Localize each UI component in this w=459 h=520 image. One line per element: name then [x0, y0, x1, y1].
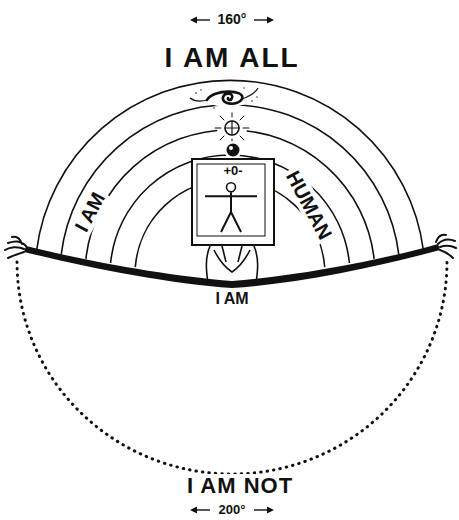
figure-stroke	[231, 212, 241, 232]
figure-stroke	[230, 192, 232, 212]
heading-text: I AM ALL	[161, 43, 302, 74]
arc	[86, 130, 374, 259]
figure-stroke	[221, 212, 231, 232]
box-label: +0-	[193, 164, 273, 178]
figure-stroke	[205, 195, 257, 197]
center-label: I AM	[212, 290, 251, 308]
sky-arcs	[37, 80, 424, 267]
figure-stroke	[227, 183, 236, 192]
moon-symbol	[224, 141, 242, 159]
viewer-body	[206, 246, 257, 283]
dotted-arc	[17, 262, 447, 474]
angle-label: 200°	[216, 503, 249, 517]
angle-arrows	[190, 17, 274, 514]
side-label: I AM	[69, 186, 111, 238]
angle-label: 160°	[215, 12, 250, 27]
arc	[111, 155, 350, 263]
figure-box: +0-	[191, 158, 275, 246]
galaxy-symbol	[190, 87, 258, 108]
side-label: HUMAN	[280, 164, 337, 245]
arms	[24, 244, 440, 288]
arc	[61, 105, 399, 255]
bottom-label: I AM NOT	[184, 474, 296, 498]
sun-symbol	[215, 113, 249, 143]
